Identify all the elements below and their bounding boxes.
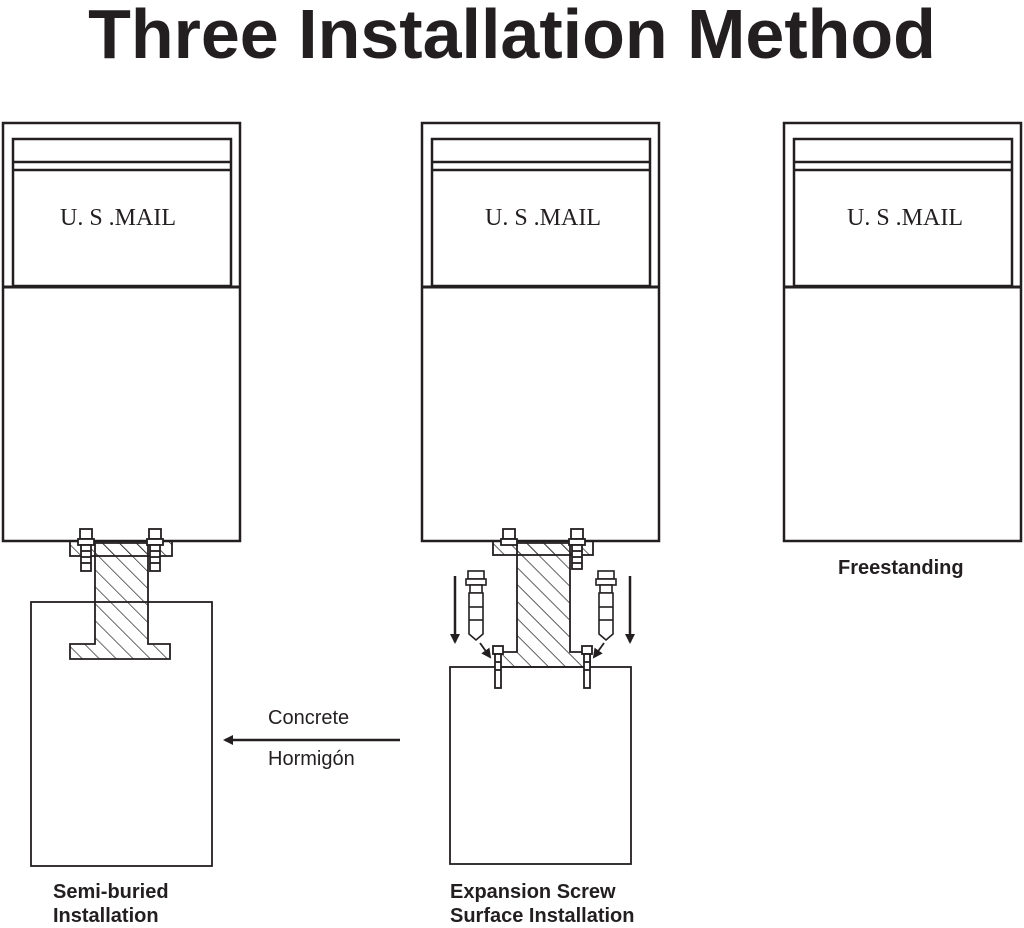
mailbox-label: U. S .MAIL xyxy=(485,205,601,231)
caption-line-2: Installation xyxy=(53,905,159,927)
diagram-title: Three Installation Method xyxy=(88,0,936,73)
expansion-screw-right xyxy=(595,570,617,642)
caption-line-2: Surface Installation xyxy=(450,905,635,927)
caption-line-1: Expansion Screw xyxy=(450,881,616,903)
concrete-label-es: Hormigón xyxy=(268,748,355,770)
caption-semi-buried: Semi-buried Installation xyxy=(53,880,169,928)
mailbox-expansion-screw: U. S .MAIL xyxy=(420,121,661,543)
caption-freestanding: Freestanding xyxy=(838,556,964,580)
caption-expansion-screw: Expansion Screw Surface Installation xyxy=(450,880,635,928)
mailbox-semi-buried: U. S .MAIL xyxy=(1,121,242,543)
expansion-screw-post xyxy=(449,528,632,865)
mailbox-label: U. S .MAIL xyxy=(847,205,963,231)
caption-line-1: Freestanding xyxy=(838,557,964,579)
mailbox-label: U. S .MAIL xyxy=(60,205,176,231)
concrete-label-en: Concrete xyxy=(268,707,350,729)
expansion-screw-left xyxy=(465,570,487,642)
mailbox-freestanding: U. S .MAIL xyxy=(782,121,1023,543)
semi-buried-post xyxy=(30,528,213,867)
diag-arrow-right xyxy=(592,642,605,659)
diag-arrow-left xyxy=(479,642,492,659)
caption-line-1: Semi-buried xyxy=(53,881,169,903)
